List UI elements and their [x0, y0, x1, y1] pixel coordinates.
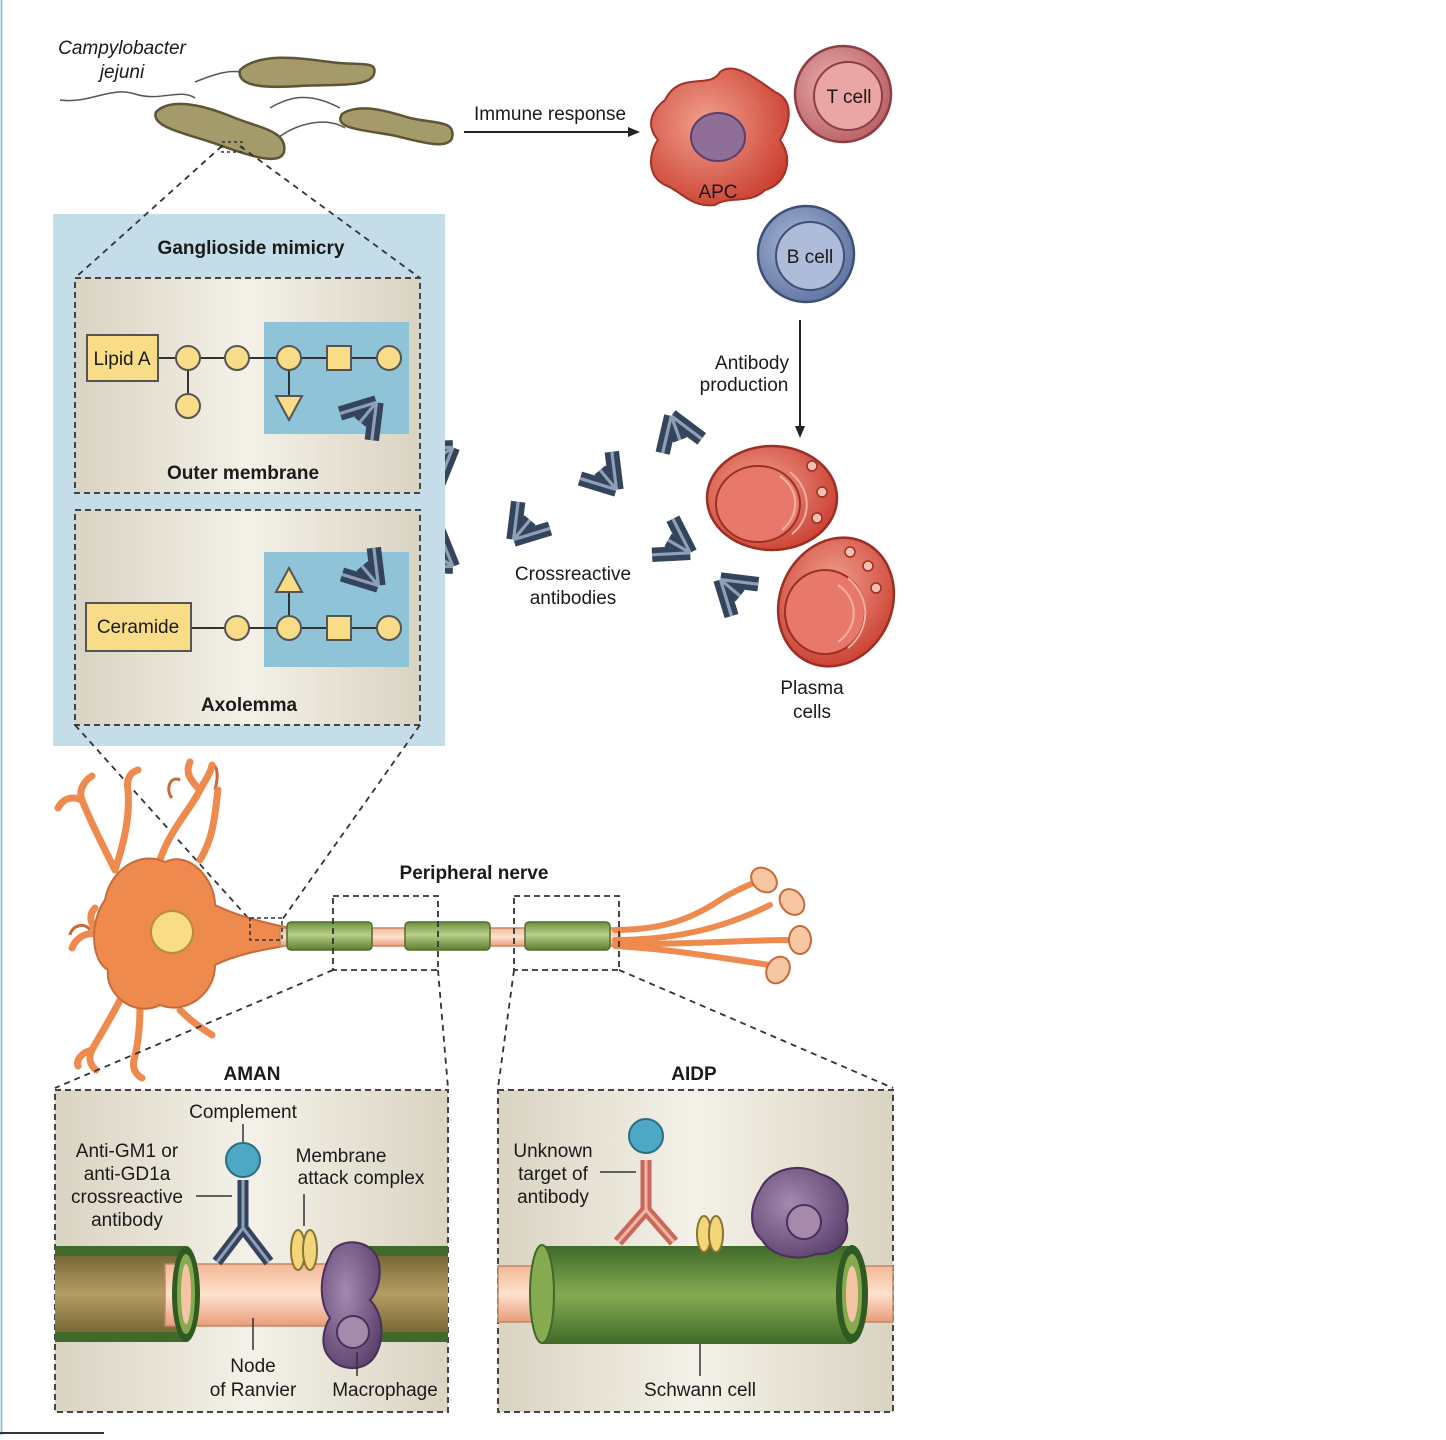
- neuron: [54, 758, 812, 1082]
- organism-name-line1: Campylobacter: [58, 38, 186, 59]
- sugar-circle: [276, 615, 302, 641]
- macrophage-aman: [320, 1241, 383, 1369]
- aidp-zoom-box: [513, 895, 620, 971]
- mimicry-title: Ganglioside mimicry: [158, 238, 345, 259]
- ceramide-box: [85, 602, 192, 652]
- sugar-square: [326, 615, 352, 641]
- immune-arrow-head: [628, 127, 640, 137]
- apc-nucleus: [690, 112, 746, 162]
- antibody-production-line2: production: [700, 375, 789, 396]
- crossreactive-line2: antibodies: [530, 588, 617, 609]
- antibody-arrow-head: [795, 426, 805, 438]
- zoom-lines-top: [74, 145, 421, 279]
- antibody-production-line1: Antibody: [715, 353, 789, 374]
- sugar-circle: [376, 615, 402, 641]
- crossreactive-antibody: [580, 452, 632, 503]
- sugar-triangle: [274, 565, 304, 593]
- mac-label-line2: attack complex: [298, 1168, 425, 1189]
- crossreactive-line1: Crossreactive: [515, 564, 631, 585]
- complement-molecule-aidp: [628, 1118, 664, 1154]
- zoom-neuron-box: [249, 917, 283, 941]
- sugar-circle: [224, 345, 250, 371]
- mac-label-line1: Membrane: [296, 1146, 387, 1167]
- membrane-attack-complex-aidp: [708, 1215, 724, 1253]
- aman-antibody-line1: Anti-GM1 or: [76, 1141, 179, 1162]
- myelin-segment: [286, 921, 373, 951]
- unknown-target-line1: Unknown: [513, 1141, 592, 1162]
- zoom-lines-neuron: [74, 724, 421, 921]
- sugar-circle: [175, 393, 201, 419]
- sugar-triangle: [274, 395, 304, 423]
- plasma-cell-2: [776, 536, 896, 668]
- lipid-a-label: Lipid A: [93, 349, 150, 370]
- neuron-nucleus: [150, 910, 194, 954]
- membrane-attack-complex: [302, 1229, 318, 1271]
- b-cell-label: B cell: [787, 247, 833, 268]
- aman-antibody: [212, 1180, 274, 1266]
- node-label-line1: Node: [230, 1356, 275, 1377]
- node-label-line2: of Ranvier: [210, 1380, 297, 1401]
- zoom-origin-box: [221, 141, 243, 153]
- plasma-cells-line2: cells: [793, 702, 831, 723]
- sugar-circle: [175, 345, 201, 371]
- aman-antibody-line2: anti-GD1a: [84, 1164, 171, 1185]
- sugar-square: [326, 345, 352, 371]
- sugar-circle: [224, 615, 250, 641]
- myelin-segment: [524, 921, 611, 951]
- immune-response-label: Immune response: [474, 104, 626, 125]
- aidp-zoom-lines: [497, 969, 894, 1089]
- campylobacter-bacteria: [59, 56, 454, 161]
- apc-label: APC: [698, 182, 737, 203]
- sugar-circle: [276, 345, 302, 371]
- b-cell-nucleus: [775, 221, 845, 291]
- aman-antibody-line3: crossreactive: [71, 1187, 183, 1208]
- complement-label: Complement: [189, 1102, 297, 1123]
- peripheral-nerve-label: Peripheral nerve: [400, 863, 549, 884]
- macrophage-label: Macrophage: [332, 1380, 438, 1401]
- sugar-circle: [376, 345, 402, 371]
- crossreactive-antibody: [498, 502, 550, 553]
- unknown-target-line2: target of: [518, 1164, 588, 1185]
- aidp-title: AIDP: [671, 1064, 717, 1085]
- macrophage-nucleus: [336, 1315, 370, 1349]
- aidp-antibody: [613, 1160, 679, 1246]
- t-cell-label: T cell: [826, 87, 871, 108]
- macrophage-nucleus-aidp: [786, 1204, 822, 1240]
- aman-title: AMAN: [224, 1064, 281, 1085]
- myelin-segment: [404, 921, 491, 951]
- aman-zoom-box: [332, 895, 439, 971]
- unknown-target-line3: antibody: [517, 1187, 589, 1208]
- lipid-a-box: [86, 334, 159, 382]
- axolemma-label: Axolemma: [201, 695, 298, 716]
- crossreactive-antibody: [707, 564, 758, 616]
- crossreactive-antibody: [652, 409, 702, 453]
- outer-membrane-epitope: [264, 322, 409, 434]
- ceramide-label: Ceramide: [97, 617, 179, 638]
- schwann-cell-label: Schwann cell: [644, 1380, 756, 1401]
- aman-zoom-lines: [54, 969, 449, 1089]
- organism-name-line2: jejuni: [97, 62, 145, 83]
- aman-antibody-line4: antibody: [91, 1210, 163, 1231]
- complement-molecule: [225, 1142, 261, 1178]
- aidp-nerve-illustration: [497, 1244, 894, 1344]
- plasma-cell-1: [705, 444, 839, 552]
- plasma-cells-line1: Plasma: [780, 678, 844, 699]
- crossreactive-antibody: [652, 519, 701, 571]
- t-cell-nucleus: [813, 61, 883, 131]
- outer-membrane-label: Outer membrane: [167, 463, 319, 484]
- axolemma-epitope: [264, 552, 409, 667]
